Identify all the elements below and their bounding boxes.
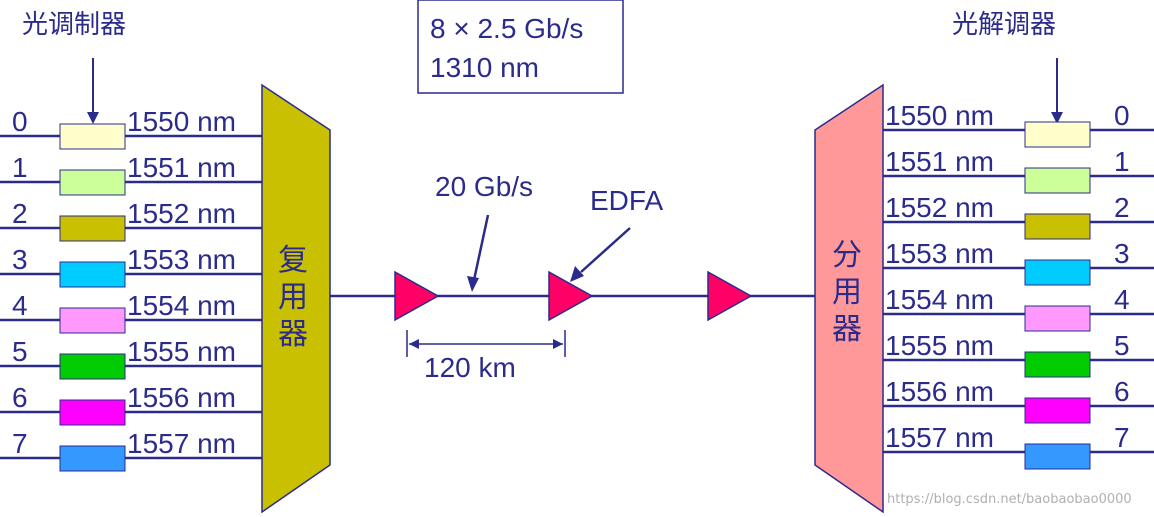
demodulator-box	[1024, 351, 1091, 378]
modulator-box	[59, 353, 126, 380]
modulator-label: 光调制器	[22, 10, 126, 40]
left-channel-wavelength: 1553 nm	[127, 244, 236, 275]
left-channel-index: 3	[12, 244, 28, 275]
modulator-box	[59, 261, 126, 288]
right-channel-index: 3	[1114, 238, 1130, 269]
demux-char-1: 分	[832, 238, 862, 273]
right-channel-wavelength: 1555 nm	[885, 330, 994, 361]
multiplexer-shape	[261, 83, 331, 514]
right-channel-rows: 1550 nm 0 1551 nm 1 1552 nm 2 1553 nm 3 1554 nm 4…	[883, 100, 1154, 470]
modulator-box	[59, 307, 126, 334]
right-channel-wavelength: 1557 nm	[885, 422, 994, 453]
mux-char-1: 复	[278, 243, 308, 278]
edfa-label: EDFA	[590, 185, 663, 216]
right-channel-index: 1	[1114, 146, 1130, 177]
left-channel-wavelength: 1557 nm	[127, 428, 236, 459]
right-channel-wavelength: 1552 nm	[885, 192, 994, 223]
demodulator-box	[1024, 121, 1091, 148]
demultiplexer-shape	[814, 83, 884, 514]
demodulator-box	[1024, 397, 1091, 424]
demux-char-2: 用	[832, 275, 862, 310]
right-channel-index: 0	[1114, 100, 1130, 131]
left-channel-index: 0	[12, 106, 28, 137]
modulator-box	[59, 399, 126, 426]
demodulator-box	[1024, 305, 1091, 332]
right-channel-wavelength: 1554 nm	[885, 284, 994, 315]
modulator-box	[59, 169, 126, 196]
rate-pointer-line	[472, 214, 490, 281]
left-channel-index: 5	[12, 336, 28, 367]
demodulator-box	[1024, 167, 1091, 194]
left-channel-wavelength: 1552 nm	[127, 198, 236, 229]
left-channel-wavelength: 1555 nm	[127, 336, 236, 367]
modulator-box	[59, 123, 126, 150]
demodulator-pointer-arrowhead	[1051, 112, 1063, 124]
modulator-box	[59, 215, 126, 242]
capacity-text-line1: 8 × 2.5 Gb/s	[430, 13, 583, 44]
span-arrowhead-left	[409, 339, 419, 349]
rate-label: 20 Gb/s	[435, 171, 533, 202]
rate-pointer-arrowhead	[467, 276, 479, 292]
mux-char-2: 用	[278, 280, 308, 315]
right-channel-index: 6	[1114, 376, 1130, 407]
right-channel-wavelength: 1553 nm	[885, 238, 994, 269]
watermark-text: https://blog.csdn.net/baobaobao0000	[887, 492, 1132, 507]
span-label: 120 km	[424, 352, 516, 383]
left-channel-index: 1	[12, 152, 28, 183]
amplifier-1-icon	[394, 270, 440, 322]
capacity-text-line2: 1310 nm	[430, 52, 539, 83]
demodulator-box	[1024, 443, 1091, 470]
amplifier-2-icon	[548, 270, 594, 322]
right-channel-index: 4	[1114, 284, 1130, 315]
capacity-box	[417, 0, 624, 94]
left-channel-index: 6	[12, 382, 28, 413]
right-channel-wavelength: 1556 nm	[885, 376, 994, 407]
mux-char-3: 器	[278, 317, 308, 352]
demodulator-box	[1024, 259, 1091, 286]
left-channel-index: 7	[12, 428, 28, 459]
right-channel-wavelength: 1550 nm	[885, 100, 994, 131]
right-channel-wavelength: 1551 nm	[885, 146, 994, 177]
left-channel-wavelength: 1551 nm	[127, 152, 236, 183]
edfa-pointer-arrowhead	[570, 266, 584, 282]
left-channel-index: 4	[12, 290, 28, 321]
left-channel-wavelength: 1554 nm	[127, 290, 236, 321]
demux-char-3: 器	[832, 312, 862, 347]
left-channel-wavelength: 1556 nm	[127, 382, 236, 413]
amplifier-3-icon	[707, 270, 753, 322]
left-channel-index: 2	[12, 198, 28, 229]
modulator-pointer-arrowhead	[87, 112, 99, 124]
right-channel-index: 5	[1114, 330, 1130, 361]
right-channel-index: 7	[1114, 422, 1130, 453]
demodulator-label: 光解调器	[952, 10, 1056, 40]
demodulator-box	[1024, 213, 1091, 240]
span-arrowhead-right	[553, 339, 563, 349]
right-channel-index: 2	[1114, 192, 1130, 223]
left-channel-wavelength: 1550 nm	[127, 106, 236, 137]
left-channel-rows: 0 1550 nm 1 1551 nm 2 1552 nm 3 1553 nm 4 1554 nm…	[0, 106, 262, 472]
edfa-pointer-line	[580, 227, 631, 273]
modulator-box	[59, 445, 126, 472]
